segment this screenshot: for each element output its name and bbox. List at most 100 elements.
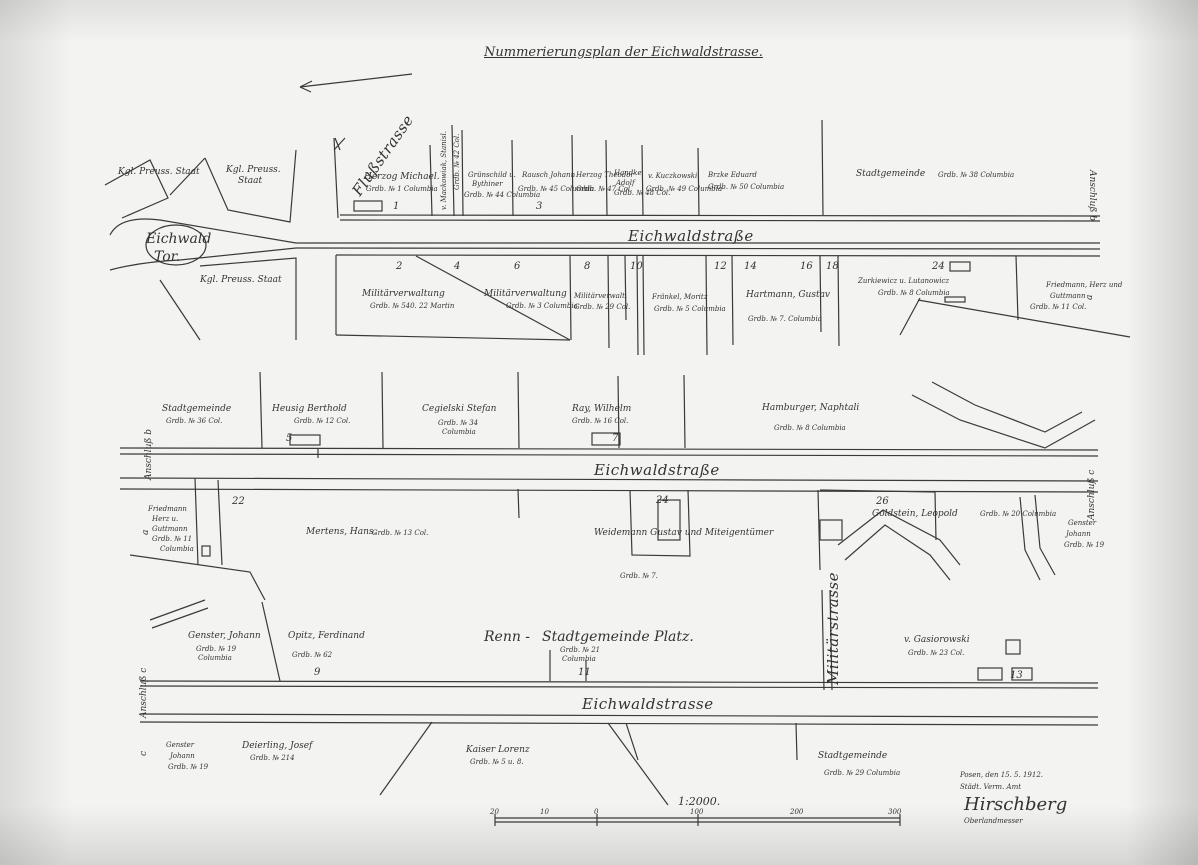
house-number: 12 <box>714 261 727 272</box>
land-register-label: Grdb. № 5 Columbia <box>654 305 726 313</box>
scale-tick-label: 200 <box>790 808 804 816</box>
land-register-label: Grdb. № 12 Col. <box>294 417 351 425</box>
street-label-eichwaldstrasse-2: Eichwaldstraße <box>594 461 720 479</box>
signer-role-label: Oberlandmesser <box>964 817 1023 825</box>
land-register-label: Grdb. № 20 Columbia <box>980 510 1057 518</box>
parcel-owner-label: v. Mackowiak, Stanisl. <box>440 131 448 210</box>
land-register-label: Grdb. № 19 <box>1064 541 1105 549</box>
land-register-label: Columbia <box>562 655 596 663</box>
land-register-label: Grdb. № 8 Columbia <box>774 424 846 432</box>
parcel-owner-label: Herzog Theodor <box>576 171 634 179</box>
connector-label: Anschluß c <box>1087 469 1097 520</box>
parcel-owner-label: Genster <box>1068 519 1097 527</box>
place-date-label: Posen, den 15. 5. 1912. <box>960 771 1043 779</box>
land-register-label: Grdb. № 16 Col. <box>572 417 629 425</box>
parcel-owner-label: Bythiner <box>472 180 503 188</box>
land-register-label: Grdb. № 45 Columbia <box>518 185 595 193</box>
land-register-label: Grdb. № 34 <box>438 419 479 427</box>
connector-label: Anschluß b <box>144 428 154 480</box>
land-register-label: Grdb. № 62 <box>292 651 333 659</box>
connector-label: Anschluß c <box>139 667 149 718</box>
house-number: 18 <box>826 261 839 272</box>
parcel-owner-label: Kgl. Preuss. <box>226 165 281 175</box>
land-register-label: Grdb. № 29 Columbia <box>824 769 901 777</box>
house-number: 1 <box>393 201 400 212</box>
land-register-label: Grdb. № 49 Columbia <box>646 185 723 193</box>
street-label-militaerstrasse: Militärstrasse <box>824 571 842 685</box>
parcel-owner-label: Brzke Eduard <box>708 171 757 179</box>
parcel-owner-label: Stadtgemeinde <box>818 751 888 761</box>
scale-tick-label: 100 <box>690 808 704 816</box>
connector-label: Anschluß b <box>1087 170 1097 222</box>
street-section-1 <box>104 119 1131 356</box>
parcel-owner-label: Militärverwalt. <box>574 292 628 300</box>
map-title: Nummerierungsplan der Eichwaldstrasse. <box>484 45 763 60</box>
scale-tick-label: 20 <box>490 808 499 816</box>
parcel-owner-label: Opitz, Ferdinand <box>288 631 365 641</box>
parcel-owner-label: Friedmann, Herz und <box>1046 281 1123 289</box>
parcel-owner-label: Grünschild u. <box>468 171 516 179</box>
land-register-label: Grdb. № 48 Col. <box>614 189 671 197</box>
connector-label: c <box>139 750 149 756</box>
parcel-owner-label: Guttmann <box>1050 292 1086 300</box>
house-number: 13 <box>1010 670 1023 681</box>
parcel-owner-label: Hamburger, Naphtali <box>762 403 860 413</box>
land-register-label: Grdb. № 21 <box>560 646 601 654</box>
office-label: Städt. Verm. Amt <box>960 783 1022 791</box>
land-register-label: Grdb. № 19 <box>196 645 237 653</box>
land-register-label: Columbia <box>160 545 194 553</box>
land-register-label: Columbia <box>198 654 232 662</box>
parcel-owner-label: Weidemann Gustav und Miteigentümer <box>594 528 774 538</box>
house-number: 8 <box>584 261 591 272</box>
land-register-label: Grdb. № 47 Col. <box>576 185 633 193</box>
street-label-eichwaldstrasse-1: Eichwaldstraße <box>628 227 754 245</box>
parcel-owner-label: Stadtgemeinde <box>162 404 232 414</box>
land-register-label: Grdb. № 36 Col. <box>166 417 223 425</box>
parcel-owner-label: v. Kuczkowski <box>648 172 698 180</box>
land-register-label: Grdb. № 3 Columbia <box>506 302 578 310</box>
house-number: 16 <box>800 261 813 272</box>
scale-tick-label: 0 <box>594 808 599 816</box>
parcel-owner-label: Genster <box>166 741 195 749</box>
parcel-owner-label: Genster, Johann <box>188 631 261 641</box>
parcel-owner-label: Herz u. <box>152 515 179 523</box>
land-register-label: Grdb. № 29 Col. <box>574 303 631 311</box>
parcel-owner-label: Kgl. Preuss. Staat <box>118 167 200 177</box>
parcel-owner-label: Militärverwaltung <box>362 289 445 299</box>
street-label-eichwaldstrasse-3: Eichwaldstrasse <box>582 695 714 713</box>
land-register-label: Grdb. № 214 <box>250 754 295 762</box>
land-register-label: Grdb. № 7. <box>620 572 658 580</box>
eichwald-label: Eichwald <box>146 231 212 247</box>
parcel-owner-label: Rausch Johann <box>522 171 576 179</box>
parcel-owner-label: Handke <box>614 169 642 177</box>
house-number: 24 <box>932 261 945 272</box>
house-number: 24 <box>656 495 669 506</box>
parcel-owner-label: Johann <box>1066 530 1091 538</box>
renn-label: Renn - <box>484 629 531 645</box>
parcel-owner-label: Mertens, Hans. <box>306 527 377 537</box>
house-number: 9 <box>314 667 321 678</box>
house-number: 14 <box>744 261 757 272</box>
scale-label: 1:2000. <box>678 795 721 808</box>
land-register-label: Grdb. № 50 Columbia <box>708 183 785 191</box>
parcel-owner-label: Kgl. Preuss. Staat <box>200 275 282 285</box>
parcel-owner-label: Cegielski Stefan <box>422 404 497 414</box>
land-register-label: Grdb. № 13 Col. <box>372 529 429 537</box>
house-number: 10 <box>630 261 643 272</box>
land-register-label: Grdb. № 44 Columbia <box>464 191 541 199</box>
land-register-label: Grdb. № 23 Col. <box>908 649 965 657</box>
connector-label: a <box>1085 294 1095 300</box>
house-number: 3 <box>536 201 543 212</box>
parcel-owner-label: Heusig Berthold <box>272 404 347 414</box>
land-register-label: Grdb. № 11 Col. <box>1030 303 1087 311</box>
parcel-owner-label: Ray, Wilhelm <box>572 404 632 414</box>
street-section-3 <box>139 589 1099 806</box>
land-register-label: Grdb. № 540. 22 Martin <box>370 302 455 310</box>
parcel-owner-label: Zurkiewicz u. Lutanowicz <box>858 277 950 285</box>
land-register-label: Grdb. № 1 Columbia <box>366 185 438 193</box>
parcel-owner-label: Militärverwaltung <box>484 289 567 299</box>
house-number: 2 <box>396 261 403 272</box>
parcel-owner-label: Fränkel, Moritz <box>652 293 708 301</box>
parcel-owner-label: Adolf <box>616 179 635 187</box>
